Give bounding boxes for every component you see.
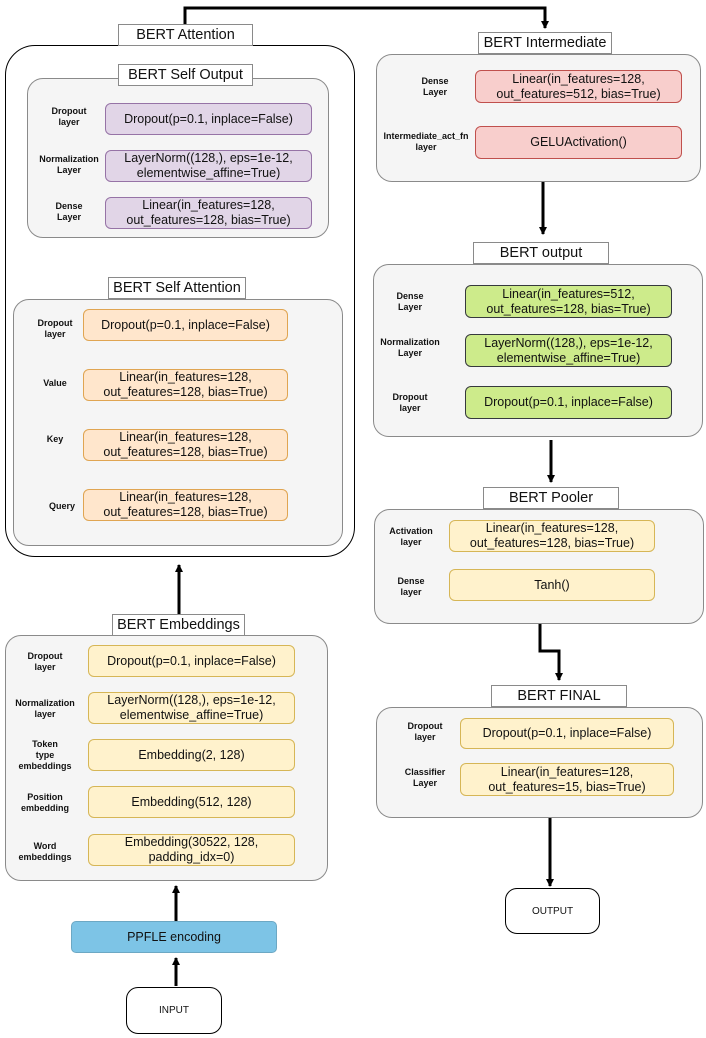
token-type-label: Token type embeddings xyxy=(18,738,72,771)
key-label: Key xyxy=(46,433,64,444)
final-title: BERT FINAL xyxy=(491,685,627,707)
arrow-pooler-to-final xyxy=(538,624,563,681)
pooler-activation-label: Activation layer xyxy=(389,526,433,547)
self-output-dense-layer: Linear(in_features=128, out_features=128… xyxy=(105,197,312,229)
self-attention-dropout-layer: Dropout(p=0.1, inplace=False) xyxy=(83,309,288,341)
input-node: INPUT xyxy=(126,987,222,1034)
embeddings-norm-label: Normalization layer xyxy=(15,698,75,719)
self-output-norm-layer: LayerNorm((128,), eps=1e-12, elementwise… xyxy=(105,150,312,182)
pooler-activation-layer: Linear(in_features=128, out_features=128… xyxy=(449,520,655,552)
output-block-title: BERT output xyxy=(473,242,609,264)
output-dropout-layer: Dropout(p=0.1, inplace=False) xyxy=(465,386,672,419)
bert-attention-title: BERT Attention xyxy=(118,24,253,46)
value-layer: Linear(in_features=128, out_features=128… xyxy=(83,369,288,401)
word-layer: Embedding(30522, 128, padding_idx=0) xyxy=(88,834,295,866)
pooler-dense-layer: Tanh() xyxy=(449,569,655,601)
intermediate-dense-label: Dense Layer xyxy=(421,76,449,97)
embeddings-dropout-layer: Dropout(p=0.1, inplace=False) xyxy=(88,645,295,677)
intermediate-act-layer: GELUActivation() xyxy=(475,126,682,159)
self-output-dropout-label: Dropout layer xyxy=(51,106,87,127)
self-output-dropout-layer: Dropout(p=0.1, inplace=False) xyxy=(105,103,312,135)
output-node: OUTPUT xyxy=(505,888,600,934)
embeddings-dropout-label: Dropout layer xyxy=(27,651,63,672)
embeddings-title: BERT Embeddings xyxy=(112,614,245,636)
key-layer: Linear(in_features=128, out_features=128… xyxy=(83,429,288,461)
query-label: Query xyxy=(48,500,75,511)
pooler-dense-label: Dense layer xyxy=(397,576,425,597)
query-layer: Linear(in_features=128, out_features=128… xyxy=(83,489,288,521)
position-layer: Embedding(512, 128) xyxy=(88,786,295,818)
pooler-title: BERT Pooler xyxy=(483,487,619,509)
output-dropout-label: Dropout layer xyxy=(392,392,428,413)
value-label: Value xyxy=(43,377,67,388)
position-label: Position embedding xyxy=(20,792,69,813)
embeddings-norm-layer: LayerNorm((128,), eps=1e-12, elementwise… xyxy=(88,692,295,724)
output-norm-layer: LayerNorm((128,), eps=1e-12, elementwise… xyxy=(465,334,672,367)
final-dropout-label: Dropout layer xyxy=(407,721,443,742)
output-dense-layer: Linear(in_features=512, out_features=128… xyxy=(465,285,672,318)
self-attention-dropout-label: Dropout layer xyxy=(37,318,73,339)
intermediate-title: BERT Intermediate xyxy=(478,32,612,54)
self-output-dense-label: Dense Layer xyxy=(55,201,83,222)
intermediate-act-label: Intermediate_act_fn layer xyxy=(383,131,469,152)
self-output-norm-label: Normalization Layer xyxy=(39,154,99,175)
output-dense-label: Dense Layer xyxy=(396,291,424,312)
self-output-title: BERT Self Output xyxy=(118,64,253,86)
final-dropout-layer: Dropout(p=0.1, inplace=False) xyxy=(460,718,674,749)
classifier-layer: Linear(in_features=128, out_features=15,… xyxy=(460,763,674,796)
token-type-layer: Embedding(2, 128) xyxy=(88,739,295,771)
arrow-attention-to-intermediate xyxy=(183,6,549,29)
intermediate-dense-layer: Linear(in_features=128, out_features=512… xyxy=(475,70,682,103)
classifier-label: Classifier Layer xyxy=(404,767,446,788)
ppfle-encoding-box: PPFLE encoding xyxy=(71,921,277,953)
self-attention-title: BERT Self Attention xyxy=(108,277,246,299)
output-norm-label: Normalization Layer xyxy=(380,337,440,358)
word-label: Word embeddings xyxy=(18,841,72,862)
